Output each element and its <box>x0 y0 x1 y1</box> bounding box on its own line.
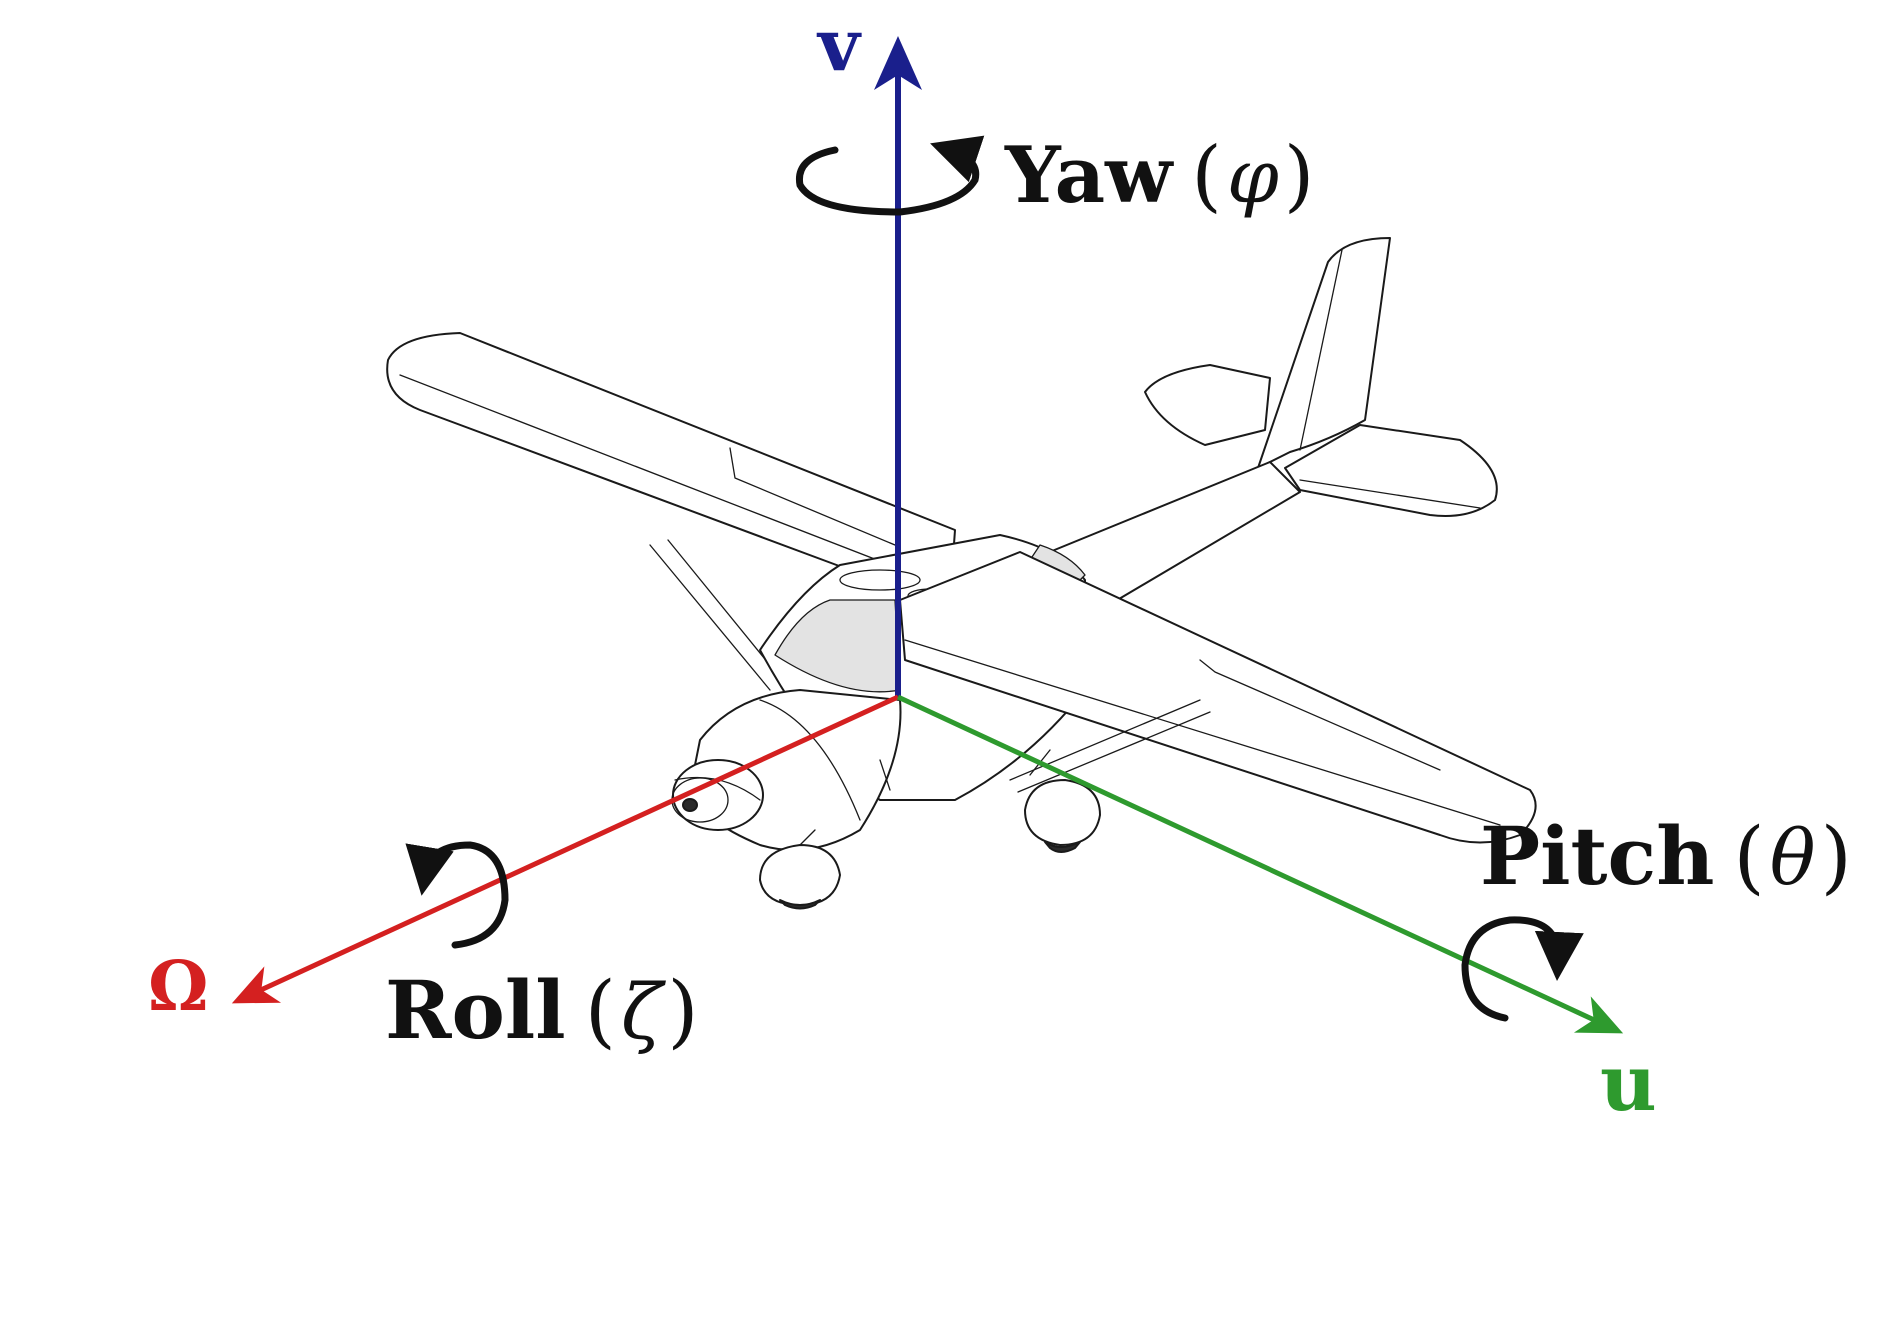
right-horizontal-stabilizer <box>1284 424 1498 517</box>
left-horizontal-stabilizer <box>1144 364 1271 446</box>
pitch-symbol: θ <box>1770 813 1816 902</box>
axes <box>231 36 1624 1034</box>
airplane-illustration <box>386 237 1537 910</box>
main-wheel <box>1024 779 1101 846</box>
yaw-symbol: φ <box>1227 134 1279 220</box>
yaw-label: Yaw ( φ ) <box>1004 130 1314 221</box>
pitch-arrow-icon <box>1461 916 1584 1022</box>
vertical-stabilizer <box>1257 237 1391 469</box>
longitudinal-axis-label: Ω <box>148 947 209 1027</box>
roll-name: Roll <box>385 963 566 1057</box>
nose-wheel <box>759 844 841 906</box>
lateral-axis-label: u <box>1600 1038 1657 1129</box>
yaw-name: Yaw <box>1004 130 1174 221</box>
roll-arrow-icon <box>405 841 509 949</box>
vertical-axis-label: v <box>816 2 862 87</box>
lateral-axis <box>896 694 1624 1034</box>
pitch-name: Pitch <box>1480 809 1714 903</box>
right-wing <box>899 551 1537 844</box>
roll-symbol: ζ <box>621 967 666 1056</box>
yaw-arrow-icon <box>795 135 985 216</box>
pitch-label: Pitch ( θ ) <box>1480 809 1852 903</box>
longitudinal-axis <box>231 694 900 1004</box>
roll-label: Roll ( ζ ) <box>385 963 699 1057</box>
